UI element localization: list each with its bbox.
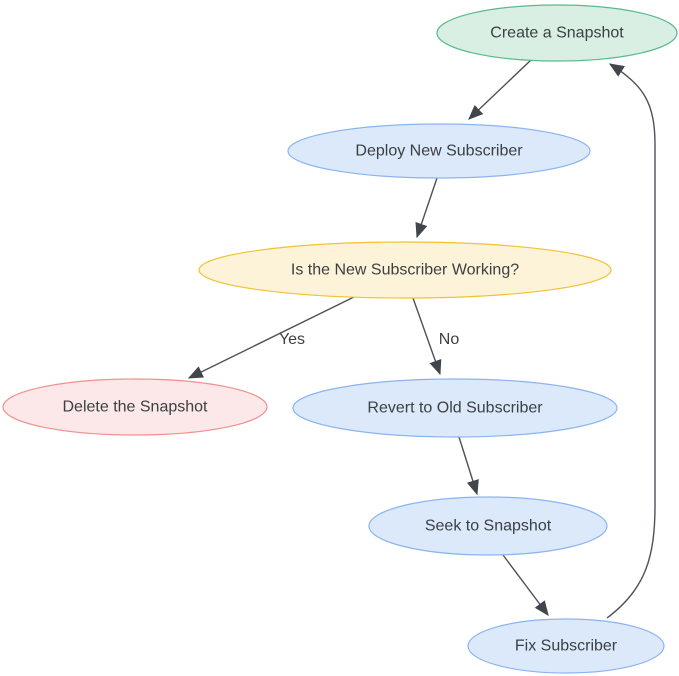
node-label-seek-to-snapshot: Seek to Snapshot xyxy=(425,518,552,535)
node-shape-revert-to-old-subscriber xyxy=(292,378,618,438)
node-shape-deploy-new-subscriber xyxy=(287,123,591,179)
node-label-deploy-new-subscriber: Deploy New Subscriber xyxy=(355,143,523,160)
node-seek-to-snapshot: Seek to Snapshot xyxy=(368,496,608,556)
node-shape-create-a-snapshot xyxy=(436,4,678,62)
node-shape-delete-the-snapshot xyxy=(2,378,268,436)
node-label-is-the-new-subscriber-working: Is the New Subscriber Working? xyxy=(291,262,519,279)
edge-create-a-snapshot-to-deploy-new-subscriber xyxy=(468,59,532,120)
edge-is-the-new-subscriber-working-to-delete-the-snapshot xyxy=(187,295,357,379)
edge-fix-subscriber-to-create-a-snapshot xyxy=(606,63,656,619)
node-label-fix-subscriber: Fix Subscriber xyxy=(515,638,618,655)
edge-revert-to-old-subscriber-to-seek-to-snapshot xyxy=(458,436,479,496)
edge-label-yes: Yes xyxy=(279,331,305,348)
edge-seek-to-snapshot-to-fix-subscriber xyxy=(502,554,549,616)
node-shape-seek-to-snapshot xyxy=(368,496,608,556)
node-label-revert-to-old-subscriber: Revert to Old Subscriber xyxy=(367,400,543,417)
node-label-create-a-snapshot: Create a Snapshot xyxy=(490,25,624,42)
node-label-delete-the-snapshot: Delete the Snapshot xyxy=(63,399,209,416)
node-shape-fix-subscriber xyxy=(467,618,665,674)
node-revert-to-old-subscriber: Revert to Old Subscriber xyxy=(292,378,618,438)
node-delete-the-snapshot: Delete the Snapshot xyxy=(2,378,268,436)
node-shape-is-the-new-subscriber-working xyxy=(198,241,612,299)
node-create-a-snapshot: Create a Snapshot xyxy=(436,4,678,62)
edge-is-the-new-subscriber-working-to-revert-to-old-subscriber xyxy=(412,297,442,376)
node-fix-subscriber: Fix Subscriber xyxy=(467,618,665,674)
node-is-the-new-subscriber-working: Is the New Subscriber Working? xyxy=(198,241,612,299)
edge-deploy-new-subscriber-to-is-the-new-subscriber-working xyxy=(415,177,438,239)
edge-label-no: No xyxy=(439,331,460,348)
node-deploy-new-subscriber: Deploy New Subscriber xyxy=(287,123,591,179)
